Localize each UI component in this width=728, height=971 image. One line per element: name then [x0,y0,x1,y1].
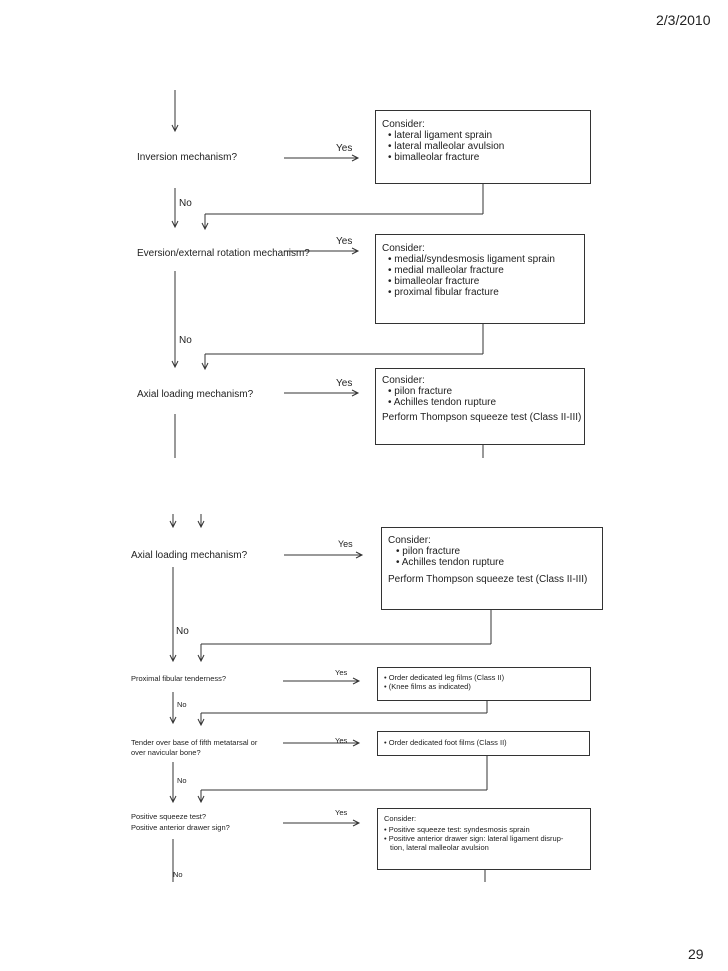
question-metatarsal: Tender over base of fifth metatarsal or [131,738,258,747]
box-footer: Perform Thompson squeeze test (Class II-… [388,574,588,585]
box-item: • pilon fracture [396,546,461,557]
question-drawer: Positive anterior drawer sign? [131,823,230,832]
no-label: No [177,700,187,709]
flowchart-slide-1: Inversion mechanism? Yes No Consider: • … [121,88,591,458]
no-label: No [173,870,183,879]
yes-label: Yes [338,539,353,549]
question-axial: Axial loading mechanism? [131,550,248,561]
yes-label: Yes [336,378,353,389]
box-title: Consider: [382,243,425,254]
question-inversion: Inversion mechanism? [137,152,238,163]
no-label: No [176,626,189,637]
date-label: 2/3/2010 [656,12,711,28]
consider-box-4: Consider: • Positive squeeze test: synde… [377,808,591,870]
box-item: • Achilles tendon rupture [396,557,505,568]
box-title: Consider: [382,119,425,130]
box-footer: Perform Thompson squeeze test (Class II-… [382,412,582,423]
consider-box-1: Consider: • lateral ligament sprain • la… [375,110,591,184]
flowchart-slide-2: Axial loading mechanism? Yes No Consider… [121,512,606,882]
no-label: No [179,335,192,346]
box-item: • medial malleolar fracture [388,265,504,276]
box-item: • Order dedicated foot films (Class II) [384,738,507,747]
box-title: Consider: [382,375,425,386]
question-axial: Axial loading mechanism? [137,389,254,400]
box-item: • Positive anterior drawer sign: lateral… [384,834,564,843]
consider-box-2: Consider: • medial/syndesmosis ligament … [375,234,585,324]
leg-films-box: • Order dedicated leg films (Class II) •… [377,667,591,701]
no-label: No [179,198,192,209]
box-item: • medial/syndesmosis ligament sprain [388,254,555,265]
box-item: • (Knee films as indicated) [384,682,471,691]
box-item: • lateral malleolar avulsion [388,141,505,152]
yes-label: Yes [335,668,348,677]
consider-box-1: Consider: • pilon fracture • Achilles te… [381,527,603,610]
box-title: Consider: [388,535,431,546]
box-item: • Positive squeeze test: syndesmosis spr… [384,825,530,834]
question-eversion: Eversion/external rotation mechanism? [137,248,310,259]
foot-films-box: • Order dedicated foot films (Class II) [377,731,590,756]
box-item: • lateral ligament sprain [388,130,493,141]
box-title: Consider: [384,814,417,823]
box-item: • bimalleolar fracture [388,276,480,287]
question-squeeze: Positive squeeze test? [131,812,207,821]
yes-label: Yes [335,808,348,817]
question-fibular: Proximal fibular tenderness? [131,674,227,683]
box-item: • proximal fibular fracture [388,287,499,298]
yes-label: Yes [336,236,353,247]
box-item: • pilon fracture [388,386,453,397]
no-label: No [177,776,187,785]
box-item: • Achilles tendon rupture [388,397,497,408]
box-item: • Order dedicated leg films (Class II) [384,673,505,682]
yes-label: Yes [335,736,348,745]
box-item: • bimalleolar fracture [388,152,480,163]
flowchart-connectors-2 [169,514,492,882]
box-item-continued: tion, lateral malleolar avulsion [390,843,489,852]
page-number: 29 [688,946,704,962]
consider-box-3: Consider: • pilon fracture • Achilles te… [375,368,585,445]
flowchart-connectors-1 [171,90,484,458]
yes-label: Yes [336,143,353,154]
question-navicular: over navicular bone? [131,748,201,757]
